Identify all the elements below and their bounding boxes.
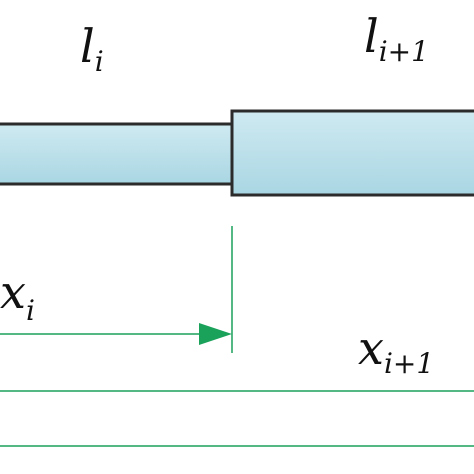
position-left-arrowhead [199, 323, 232, 345]
segment-left-label: li [80, 19, 104, 78]
segment-right [230, 109, 474, 197]
position-right-label: xi+1 [358, 321, 434, 380]
segment-right-label: li+1 [364, 9, 429, 68]
segment-left [0, 122, 234, 186]
position-left-label: xi [0, 265, 35, 327]
